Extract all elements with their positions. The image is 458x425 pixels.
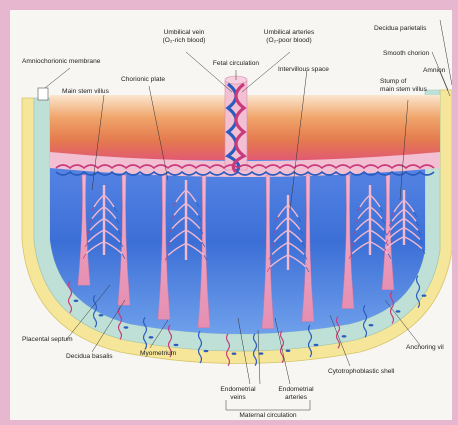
amnion-label: Amnion	[423, 67, 445, 75]
decidual-cell	[204, 350, 209, 352]
umbilical-vein-label: Umbilical vein(O₂-rich blood)	[163, 29, 206, 45]
decidual-cell	[99, 314, 104, 316]
decidual-cell	[342, 335, 347, 337]
decidual-cell	[369, 324, 374, 326]
intervillous-space-label: Intervillous space	[278, 66, 329, 74]
main-stem-villus-label: Main stem villus	[62, 88, 109, 96]
decidual-cell	[396, 310, 401, 312]
decidual-cell	[174, 344, 179, 346]
anchoring-villus-label: Anchoring vil	[406, 344, 444, 352]
diagram-frame: Umbilical vein(O₂-rich blood) Umbilical …	[10, 10, 452, 420]
placental-septum-label: Placental septum	[22, 336, 73, 344]
decidual-cell	[314, 344, 319, 346]
endometrial-arteries-label: Endometrialarteries	[278, 386, 313, 402]
myometrium-label: Myometrium	[140, 350, 176, 358]
smooth-chorion-label: Smooth chorion	[383, 50, 429, 58]
decidua-basalis-label: Decidua basalis	[66, 353, 113, 361]
decidual-cell	[259, 352, 264, 354]
amniochorionic-membrane-label: Amniochorionic membrane	[22, 58, 100, 66]
decidual-cell	[124, 326, 129, 328]
decidual-cell	[422, 294, 427, 296]
decidual-cell	[232, 353, 237, 355]
decidua-parietalis-label: Decidua parietalis	[374, 25, 426, 33]
fetal-circulation-label: Fetal circulation	[213, 60, 259, 68]
chorionic-plate-label: Chorionic plate	[121, 76, 165, 84]
decidual-cell	[286, 350, 291, 352]
maternal-circulation-label: Maternal circulation	[239, 412, 296, 420]
amniochorionic-membrane	[38, 88, 48, 100]
decidual-cell	[74, 300, 79, 302]
cytotrophoblastic-shell-label: Cytotrophoblastic shell	[328, 368, 394, 376]
umbilical-arteries-label: Umbilical arteries(O₂-poor blood)	[264, 29, 315, 45]
decidual-cell	[149, 336, 154, 338]
